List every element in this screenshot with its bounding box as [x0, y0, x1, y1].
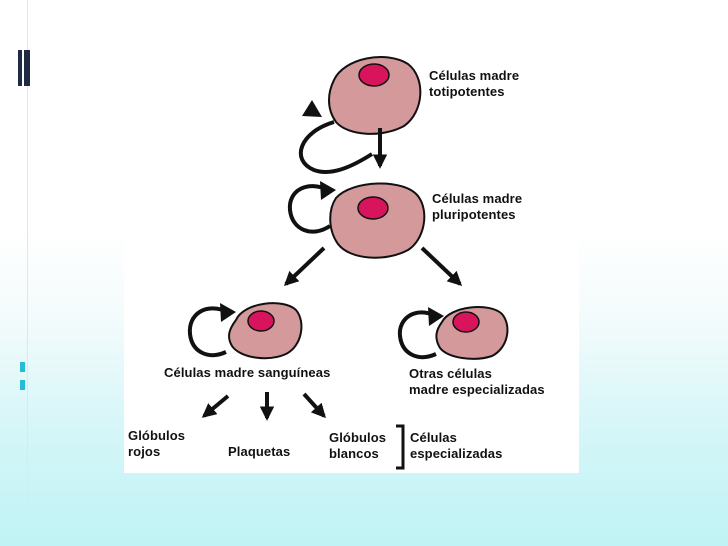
arrow-to-red-cells: [201, 394, 230, 418]
red-cells-label: Glóbulos rojos: [128, 428, 186, 459]
decoration-bar: [18, 50, 22, 86]
nucleus: [247, 310, 275, 332]
decoration-tick: [20, 380, 25, 390]
arrow-to-other-stem: [420, 246, 463, 286]
blood-stem-cell: [228, 302, 303, 360]
self-renewal-arrowhead: [428, 307, 444, 326]
blood-stem-label: Células madre sanguíneas: [164, 365, 331, 380]
self-renewal-arrow: [287, 184, 332, 234]
arrow-to-blood-stem: [283, 246, 326, 286]
nucleus: [357, 196, 389, 220]
decoration-tick: [20, 362, 25, 372]
self-renewal-arrowhead: [320, 181, 336, 200]
nucleus: [358, 63, 390, 87]
totipotent-cell: [328, 56, 422, 135]
self-renewal-arrowhead: [302, 100, 322, 117]
self-renewal-arrow: [397, 310, 437, 360]
decoration-bar: [24, 50, 30, 86]
diagram-drawing: [187, 56, 509, 470]
pluripotent-label: Células madre pluripotentes: [432, 191, 523, 222]
nucleus: [452, 311, 480, 333]
other-stem-cell: [435, 306, 509, 360]
self-renewal-arrowhead: [220, 303, 236, 322]
white-cells-label: Glóbulos blancos: [329, 430, 387, 461]
stem-cell-diagram: Células madre totipotentes Células madre…: [124, 40, 579, 473]
bracket: [396, 424, 405, 470]
self-renewal-arrow: [187, 306, 229, 358]
slide-border: [27, 0, 28, 546]
platelets-label: Plaquetas: [228, 444, 291, 459]
pluripotent-cell: [329, 182, 426, 259]
arrow-to-white-cells: [302, 392, 326, 419]
self-renewal-arrow: [298, 120, 374, 175]
specialized-cells-label: Células especializadas: [410, 430, 503, 461]
other-stem-label: Otras células madre especializadas: [409, 366, 545, 397]
totipotent-label: Células madre totipotentes: [429, 68, 520, 99]
